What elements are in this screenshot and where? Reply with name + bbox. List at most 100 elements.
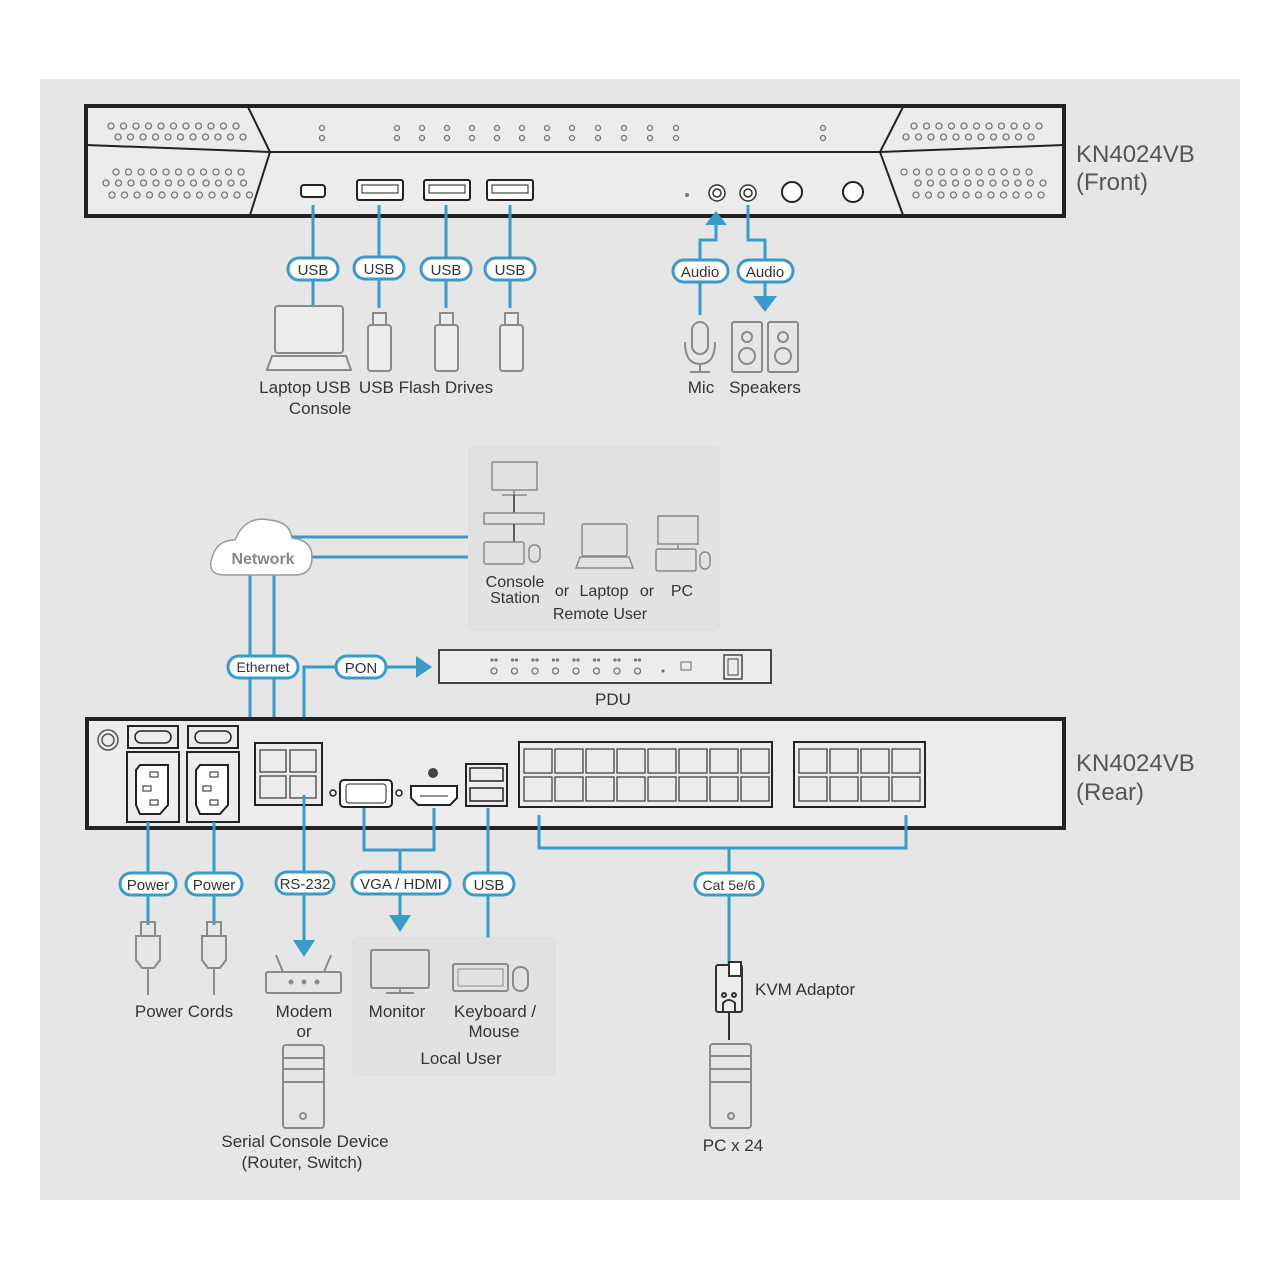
monitor-label: Monitor	[369, 1002, 426, 1021]
kvm-adaptor-label: KVM Adaptor	[755, 980, 856, 999]
local-user-label: Local User	[420, 1049, 502, 1068]
rj45-port	[891, 776, 921, 802]
laptop-usb-console-label: Laptop USB	[259, 378, 351, 397]
svg-text:USB: USB	[431, 262, 462, 279]
usb-pill: USB	[286, 256, 340, 282]
usb-ports	[465, 763, 508, 807]
usb-pill: USB	[352, 255, 406, 281]
mic-label: Mic	[688, 378, 715, 397]
power-plug-icon	[135, 921, 161, 995]
or-label: or	[640, 583, 655, 600]
front-view-label: (Front)	[1076, 169, 1148, 196]
rj45-port	[709, 776, 739, 802]
console-station-icon	[483, 461, 545, 565]
speaker-jack	[739, 184, 757, 202]
front-model-label: KN4024VB	[1076, 141, 1195, 168]
status-leds	[318, 124, 827, 142]
remote-user-label: Remote User	[553, 606, 648, 623]
svg-text:VGA / HDMI: VGA / HDMI	[360, 876, 442, 893]
pdu-label: PDU	[595, 690, 631, 709]
svg-text:USB: USB	[495, 262, 526, 279]
vent-holes	[102, 122, 1047, 199]
pc-icon	[655, 515, 711, 572]
arrow-right-icon	[416, 656, 432, 678]
laptop-icon	[574, 523, 635, 569]
usb-flash-drives-label: USB Flash Drives	[359, 378, 493, 397]
cat5e6-pill: Cat 5e/6	[693, 871, 765, 897]
svg-text:Ethernet: Ethernet	[237, 659, 290, 675]
rj45-port	[523, 748, 553, 774]
rj45-port	[647, 776, 677, 802]
rj45-port	[798, 776, 828, 802]
vga-hdmi-pill: VGA / HDMI	[350, 870, 452, 896]
monitor-icon	[370, 949, 430, 994]
rj45-port	[678, 776, 708, 802]
speakers-icon	[731, 321, 799, 373]
server-icon	[282, 1044, 325, 1129]
rear-unit	[85, 717, 1066, 830]
pc-tower-icon	[709, 1043, 752, 1129]
power-pill: Power	[184, 871, 244, 897]
rj45-port	[554, 776, 584, 802]
arrow-down-icon	[389, 915, 411, 932]
speakers-label: Speakers	[729, 378, 801, 397]
power-switch	[187, 725, 239, 749]
flash-drive-icon	[367, 312, 392, 372]
rj45-port	[860, 748, 890, 774]
svg-text:USB: USB	[298, 262, 329, 279]
audio-pill: Audio	[671, 258, 730, 284]
rj45-port	[259, 749, 287, 773]
svg-text:Power: Power	[193, 877, 236, 894]
svg-text:PON: PON	[345, 660, 378, 677]
console-station-label: Station	[490, 590, 540, 607]
power-plug-icon	[201, 921, 227, 995]
svg-text:USB: USB	[474, 877, 505, 894]
modem-label: Modem	[276, 1002, 333, 1021]
rj45-port	[891, 748, 921, 774]
button	[781, 181, 803, 203]
serial-console-device-label: (Router, Switch)	[242, 1153, 363, 1172]
hdmi-port	[410, 768, 458, 806]
svg-text:Audio: Audio	[681, 264, 719, 281]
ethernet-pill: Ethernet	[226, 654, 300, 680]
rs232-pill: RS-232	[274, 870, 336, 896]
rj45-port	[585, 776, 615, 802]
or-label: or	[296, 1022, 311, 1041]
front-unit	[84, 104, 1066, 218]
usb-port	[423, 179, 471, 201]
local-user-panel	[352, 937, 556, 1076]
diagram-background	[40, 79, 1240, 1200]
button	[842, 181, 864, 203]
ground-screw-icon	[97, 729, 119, 751]
usb-port	[356, 179, 404, 201]
usb-pill: USB	[419, 256, 473, 282]
rear-view-label: (Rear)	[1076, 779, 1144, 806]
rj45-port	[860, 776, 890, 802]
rj45-port	[554, 748, 584, 774]
rj45-port	[259, 775, 287, 799]
power-cords-label: Power Cords	[135, 1002, 233, 1021]
rj45-port	[289, 749, 317, 773]
svg-text:Network: Network	[231, 551, 294, 568]
remote-user-panel	[468, 446, 720, 631]
mini-usb-port	[300, 184, 326, 198]
rj45-port	[709, 748, 739, 774]
svg-text:Cat 5e/6: Cat 5e/6	[703, 877, 756, 893]
keyboard-mouse-icon	[452, 963, 529, 992]
power-inlet	[126, 751, 180, 823]
laptop-usb-console-label: Console	[289, 399, 351, 418]
svg-text:Power: Power	[127, 877, 170, 894]
rj45-port	[523, 776, 553, 802]
kvm-port-block	[518, 741, 773, 808]
flash-drive-icon	[499, 312, 524, 372]
vga-port	[329, 779, 403, 808]
laptop-label: Laptop	[580, 583, 629, 600]
mic-jack	[708, 184, 726, 202]
arrow-down-icon	[293, 940, 315, 957]
pdu-device	[438, 649, 772, 684]
rj45-port	[647, 748, 677, 774]
power-switch	[127, 725, 179, 749]
rj45-port	[585, 748, 615, 774]
serial-console-device-label: Serial Console Device	[221, 1132, 388, 1151]
